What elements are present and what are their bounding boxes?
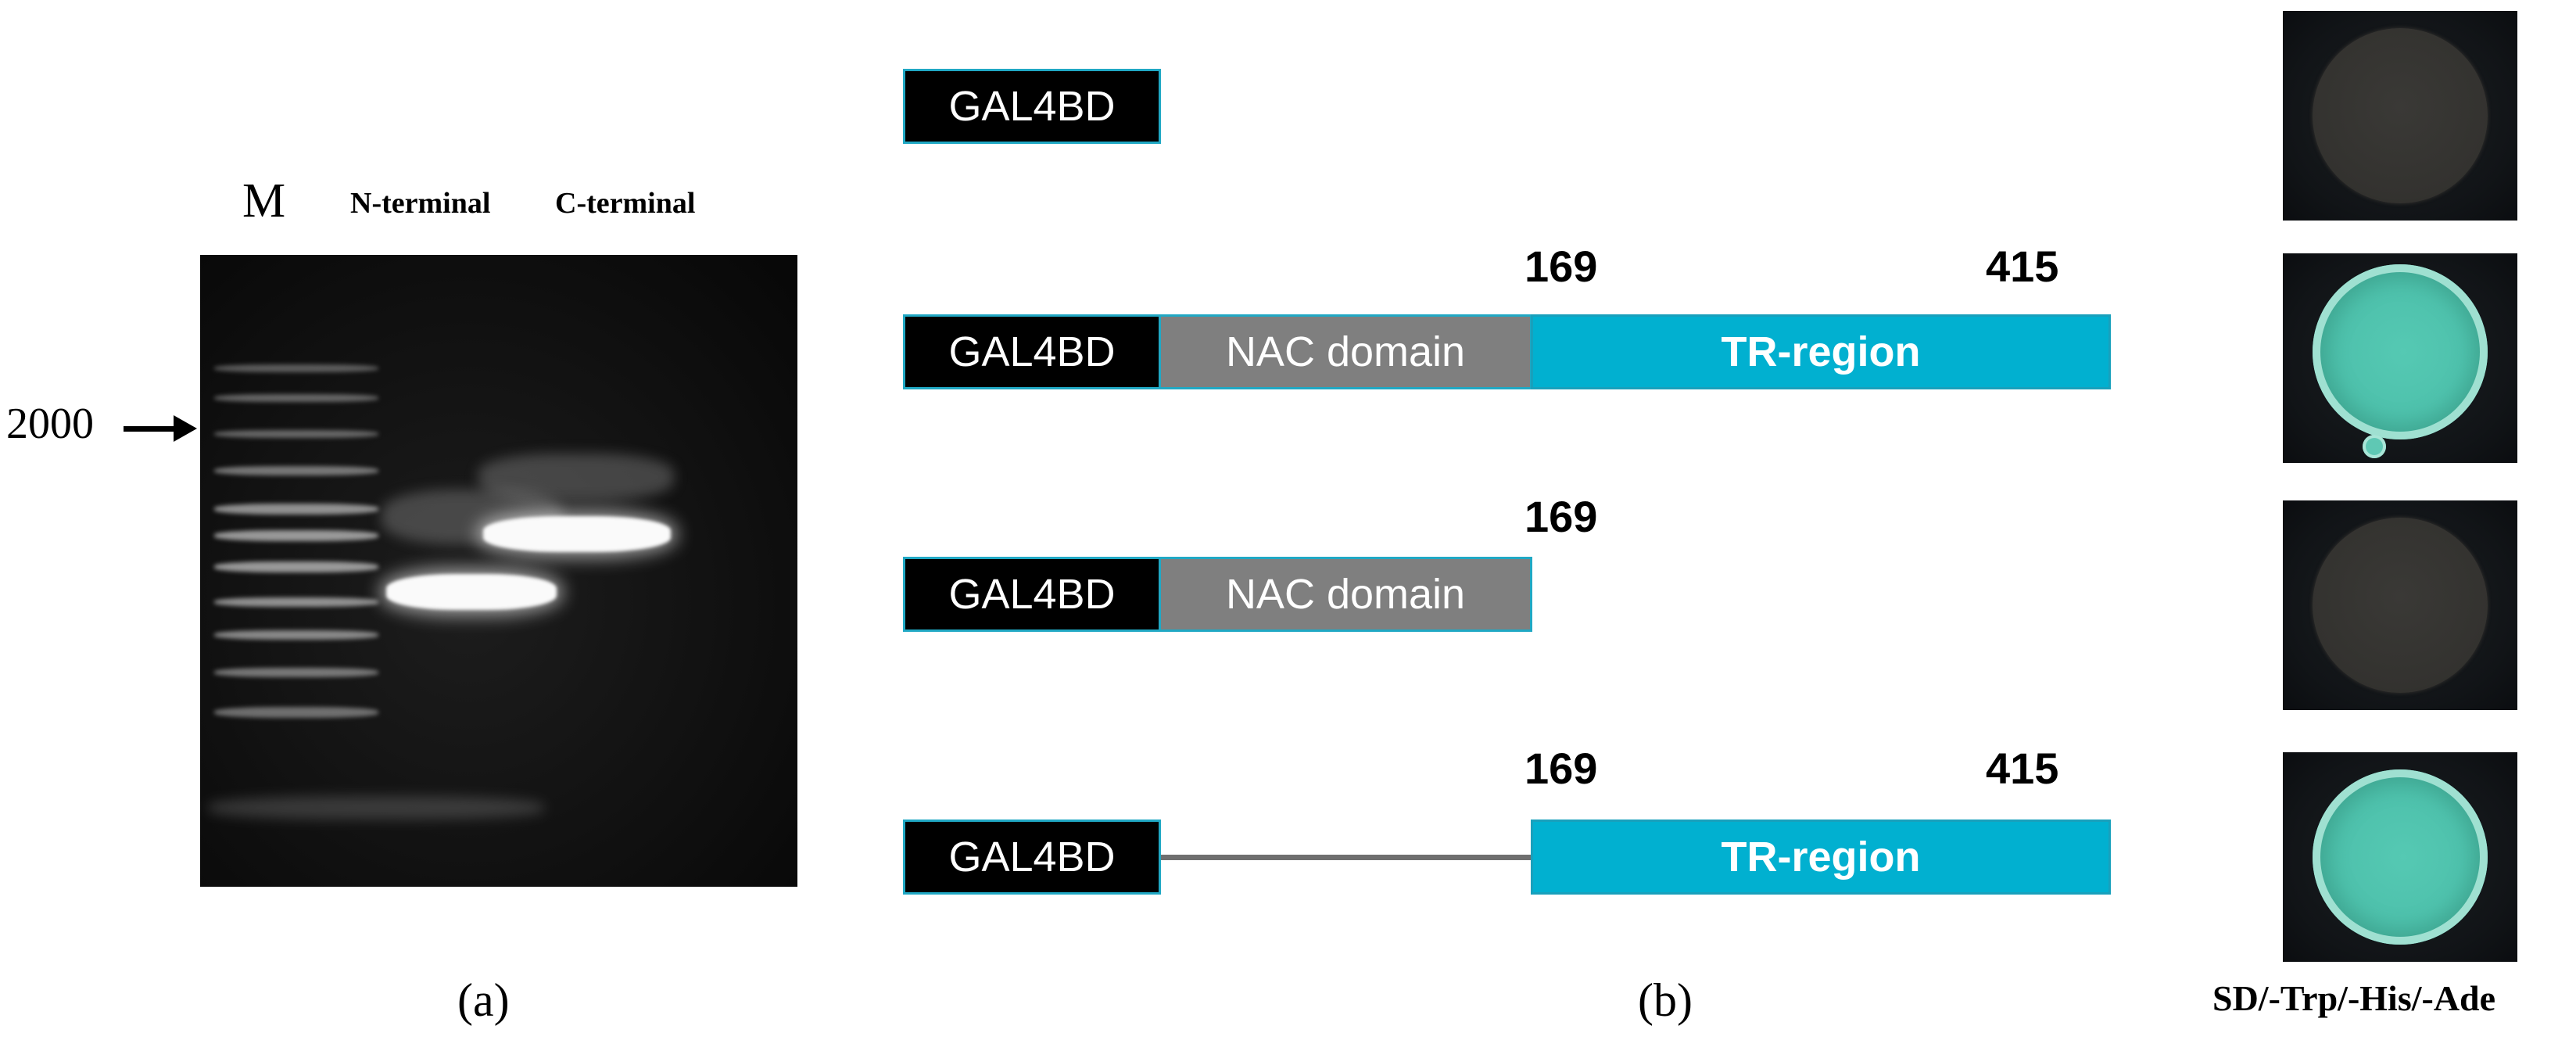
ladder-band <box>214 630 378 640</box>
marker-size-label: 2000 <box>6 400 94 448</box>
gel-front-smear <box>208 796 544 820</box>
growth-droplet <box>2363 435 2386 458</box>
ladder-band <box>214 668 378 677</box>
construct-4-position-start: 169 <box>1524 744 1598 793</box>
n-terminal-band <box>386 574 557 610</box>
construct-1-gal4bd: GAL4BD <box>903 69 1161 144</box>
lane-label-c-terminal: C-terminal <box>555 187 696 220</box>
c-terminal-band <box>483 516 671 552</box>
ladder-band <box>214 430 378 438</box>
selection-medium-label: SD/-Trp/-His/-Ade <box>2212 978 2496 1018</box>
yeast-spot-construct-1 <box>2283 11 2517 221</box>
no-growth-spot <box>2313 518 2488 693</box>
construct-3-gal4bd: GAL4BD <box>903 557 1161 632</box>
yeast-spot-construct-2 <box>2283 253 2517 463</box>
yeast-spot-construct-4 <box>2283 752 2517 962</box>
ladder-band <box>214 707 378 718</box>
construct-2-tr-region: TR-region <box>1531 314 2111 389</box>
ladder-band <box>214 530 378 541</box>
construct-3-position-end: 169 <box>1524 492 1598 541</box>
lane-smear <box>478 454 674 500</box>
construct-3-nac-domain: NAC domain <box>1159 557 1532 632</box>
panel-a-caption: (a) <box>457 974 510 1026</box>
lane-label-n-terminal: N-terminal <box>350 187 491 220</box>
construct-4-gal4bd: GAL4BD <box>903 820 1161 895</box>
construct-4-position-end: 415 <box>1986 744 2059 793</box>
right-arrow-icon <box>174 415 197 442</box>
no-growth-spot <box>2313 28 2488 203</box>
marker-arrow-shaft <box>124 426 178 432</box>
ladder-band <box>214 394 378 402</box>
panel-b-caption: (b) <box>1638 974 1693 1026</box>
construct-2-position-start: 169 <box>1524 242 1598 291</box>
yeast-spot-construct-3 <box>2283 500 2517 710</box>
ladder-band <box>214 466 378 475</box>
gel-image <box>200 255 797 887</box>
ladder-band <box>214 364 378 372</box>
growth-spot <box>2313 264 2488 439</box>
lane-label-marker: M <box>242 174 286 228</box>
construct-4-tr-region: TR-region <box>1531 820 2111 895</box>
ladder-band <box>214 597 378 607</box>
ladder-band <box>214 561 378 572</box>
construct-2-gal4bd: GAL4BD <box>903 314 1161 389</box>
construct-2-nac-domain: NAC domain <box>1159 314 1532 389</box>
ladder-band <box>214 504 378 515</box>
construct-4-deletion-line <box>1161 855 1532 860</box>
growth-spot <box>2313 769 2488 945</box>
construct-2-position-end: 415 <box>1986 242 2059 291</box>
